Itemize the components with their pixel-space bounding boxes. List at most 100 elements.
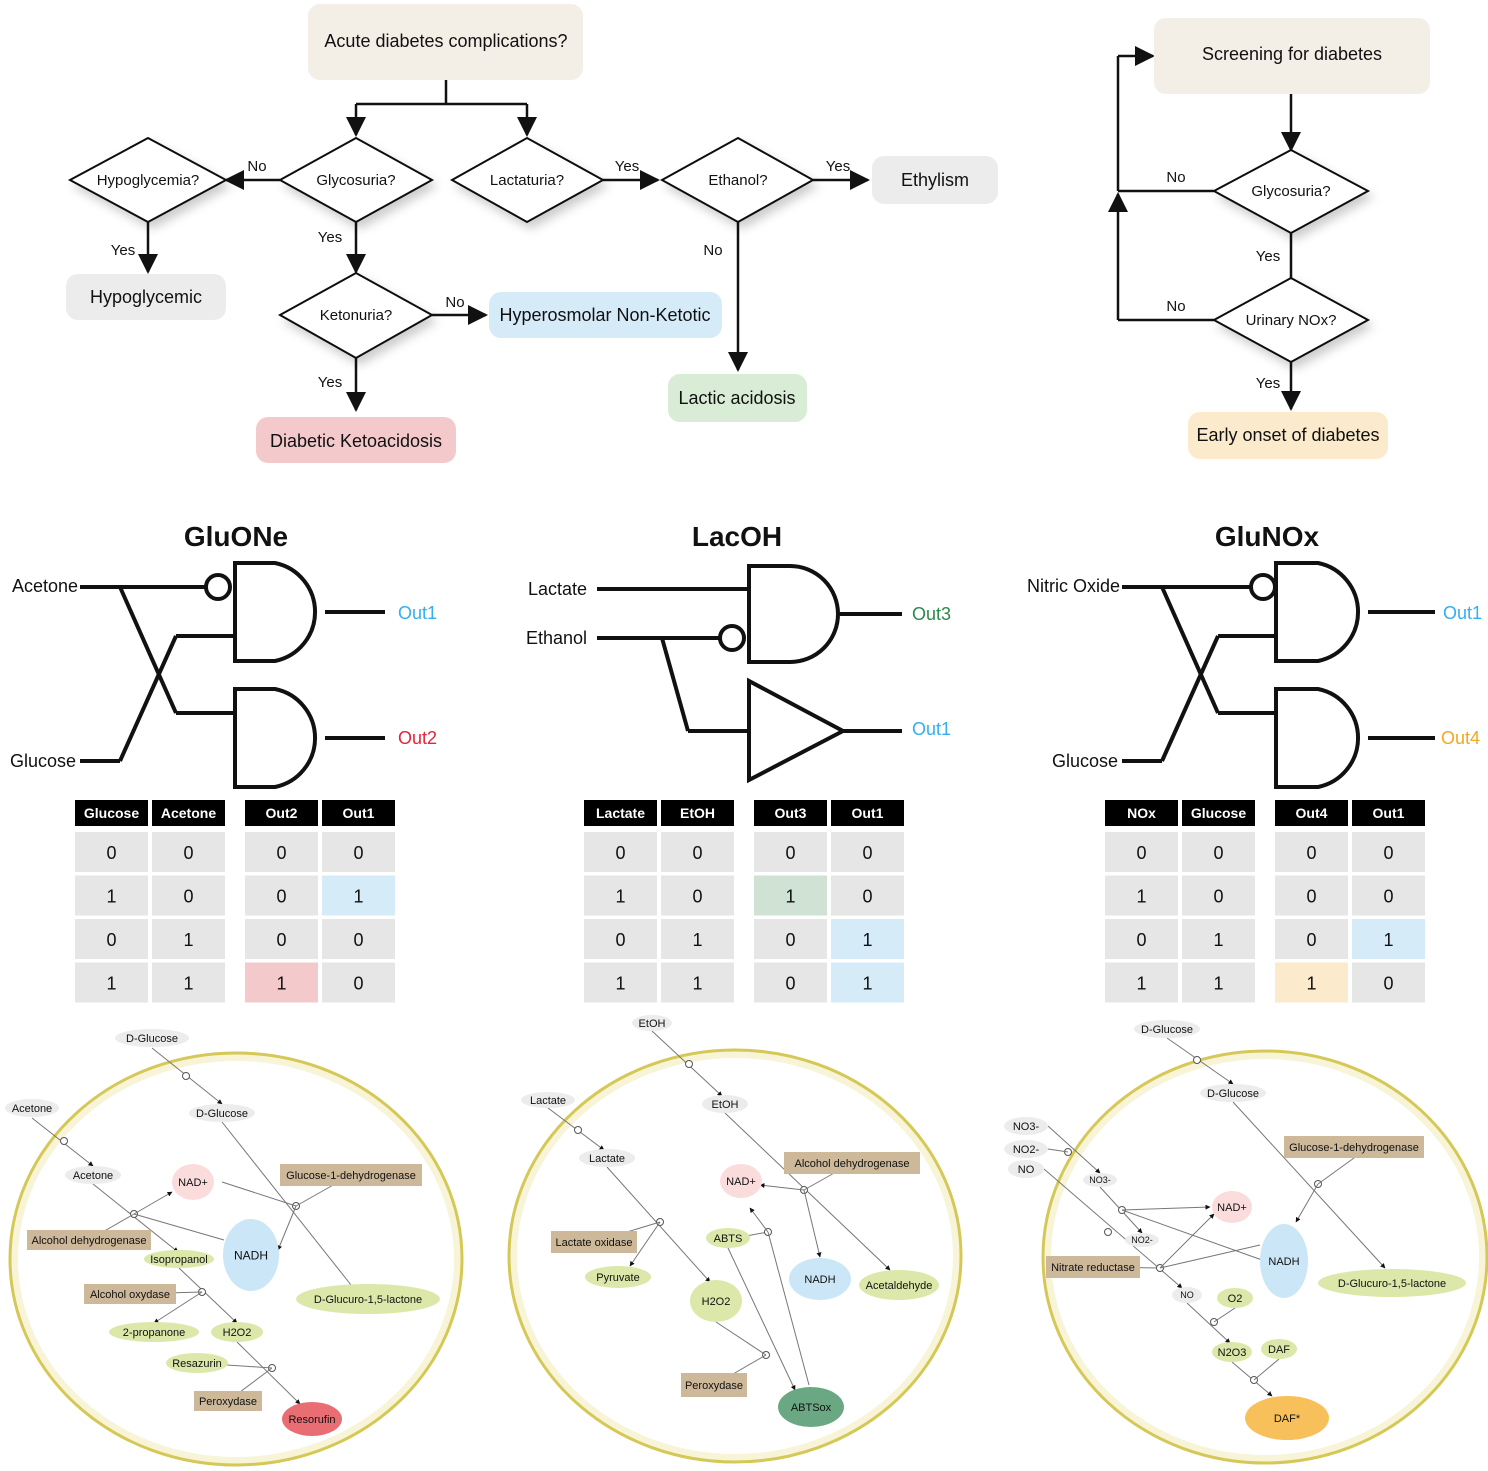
species-label: ABTS bbox=[714, 1233, 743, 1245]
diamond-lactaturia: Lactaturia? bbox=[449, 136, 606, 224]
edge-label-yes: Yes bbox=[318, 229, 342, 246]
table-cell-value: 1 bbox=[615, 974, 625, 994]
table-cell-value: 0 bbox=[692, 843, 702, 863]
cell-species: D-Glucuro-1,5-lactone bbox=[1318, 1269, 1466, 1297]
cell-species: NO3- bbox=[1083, 1173, 1117, 1187]
table-header-cell bbox=[661, 800, 734, 826]
table-cell bbox=[75, 919, 148, 959]
species-ellipse bbox=[1245, 1396, 1329, 1440]
table-cell-value: 0 bbox=[1213, 843, 1223, 863]
reaction-edges bbox=[1043, 1037, 1386, 1397]
table-cell-value: 0 bbox=[1306, 930, 1316, 950]
table-cell-value: 1 bbox=[862, 974, 872, 994]
species-label: EtOH bbox=[639, 1018, 666, 1030]
enzyme-box bbox=[1284, 1136, 1424, 1158]
species-ellipse bbox=[1004, 1117, 1048, 1135]
table-cell bbox=[75, 962, 148, 1003]
table-cell bbox=[1182, 832, 1255, 872]
species-ellipse bbox=[144, 1250, 214, 1268]
table-cell-value: 1 bbox=[1383, 930, 1393, 950]
species-label: D-Glucuro-1,5-lactone bbox=[314, 1294, 422, 1306]
panel-title-gluone: GluONe bbox=[184, 521, 288, 552]
box-hyperosmolar: Hyperosmolar Non-Ketotic bbox=[489, 292, 722, 338]
lacoh-output-out3: Out3 bbox=[912, 604, 951, 624]
cell-species: EtOH bbox=[702, 1095, 748, 1113]
reaction-edge bbox=[236, 1341, 301, 1405]
cell-species: NO bbox=[1172, 1287, 1202, 1303]
species-label: DAF bbox=[1268, 1344, 1290, 1356]
table-cell bbox=[584, 832, 657, 872]
table-header-label: Glucose bbox=[1191, 805, 1246, 821]
reaction-edge bbox=[1159, 1244, 1261, 1269]
species-ellipse bbox=[109, 1322, 199, 1342]
reaction-edge bbox=[1121, 1209, 1263, 1261]
cell-species: NADH bbox=[223, 1219, 279, 1291]
cell-species: Isopropanol bbox=[144, 1250, 214, 1268]
table-cell bbox=[1275, 832, 1348, 872]
species-ellipse bbox=[1134, 1020, 1200, 1038]
table-cell-value: 0 bbox=[353, 843, 363, 863]
edge-label-no: No bbox=[703, 242, 722, 259]
table-cell-value: 1 bbox=[353, 887, 363, 907]
table-cell-value: 1 bbox=[183, 930, 193, 950]
cell-species: Resorufin bbox=[282, 1402, 342, 1436]
species-label: NO3- bbox=[1013, 1121, 1040, 1133]
species-label: D-Glucuro-1,5-lactone bbox=[1338, 1278, 1446, 1290]
lacoh-and-gate bbox=[747, 564, 840, 664]
species-label: Isopropanol bbox=[150, 1254, 208, 1266]
reaction-node bbox=[685, 1060, 693, 1068]
species-label: H2O2 bbox=[223, 1327, 252, 1339]
species-label: Resazurin bbox=[172, 1358, 222, 1370]
species-label: NO bbox=[1180, 1290, 1194, 1300]
panel-title-lacoh: LacOH bbox=[692, 521, 782, 552]
species-label: Lactate bbox=[530, 1095, 566, 1107]
species-ellipse bbox=[296, 1284, 440, 1314]
species-ellipse bbox=[1260, 1224, 1308, 1298]
table-cell-value: 1 bbox=[276, 974, 286, 994]
table-cell-value: 0 bbox=[1306, 887, 1316, 907]
hypoglycemia-label: Hypoglycemia? bbox=[97, 172, 200, 189]
table-cell-value: 0 bbox=[692, 887, 702, 907]
cell-species: ABTSox bbox=[778, 1387, 844, 1427]
glunox-logic-circuit bbox=[1122, 561, 1435, 789]
cell-species: N2O3 bbox=[1212, 1342, 1252, 1362]
species-label: NO2- bbox=[1013, 1144, 1040, 1156]
species-label: Glucose-1-dehydrogenase bbox=[286, 1170, 416, 1182]
table-header-label: Out1 bbox=[343, 805, 375, 821]
table-cell-value: 1 bbox=[862, 930, 872, 950]
enzyme-box bbox=[27, 1230, 151, 1250]
species-label: EtOH bbox=[712, 1099, 739, 1111]
species-label: D-Glucose bbox=[126, 1033, 178, 1045]
table-cell bbox=[1275, 875, 1348, 916]
edge-label-yes: Yes bbox=[318, 374, 342, 391]
edge-label-yes: Yes bbox=[826, 158, 850, 175]
gluone-and-gate-top bbox=[233, 561, 318, 663]
table-cell bbox=[75, 832, 148, 872]
species-label: NO bbox=[1018, 1164, 1035, 1176]
species-ellipse bbox=[172, 1164, 214, 1200]
cell-species: Acetaldehyde bbox=[859, 1270, 939, 1300]
species-label: ABTSox bbox=[791, 1402, 832, 1414]
table-header-label: Acetone bbox=[161, 805, 216, 821]
table-header-cell bbox=[1105, 800, 1178, 826]
table-header-label: Glucose bbox=[84, 805, 139, 821]
species-ellipse bbox=[1125, 1233, 1159, 1247]
species-ellipse bbox=[65, 1166, 121, 1184]
ketonuria-label: Ketonuria? bbox=[320, 307, 393, 324]
screening-start-label: Screening for diabetes bbox=[1202, 44, 1382, 64]
species-ellipse bbox=[1217, 1288, 1253, 1308]
species-ellipse bbox=[1318, 1269, 1466, 1297]
table-cell bbox=[152, 832, 225, 872]
table-cell-value: 1 bbox=[106, 887, 116, 907]
table-header-cell bbox=[75, 800, 148, 826]
table-header-label: Out4 bbox=[1296, 805, 1328, 821]
table-cell-value: 1 bbox=[1213, 930, 1223, 950]
table-cell-value: 0 bbox=[785, 974, 795, 994]
species-label: Alcohol dehydrogenase bbox=[795, 1158, 910, 1170]
lacoh-input-lactate: Lactate bbox=[528, 579, 587, 599]
cell-diagram-glunox: D-GlucoseD-GlucoseNO3-NO2-NONO3-Glucose-… bbox=[1004, 1020, 1488, 1465]
species-label: D-Glucose bbox=[1207, 1088, 1259, 1100]
species-label: NAD+ bbox=[178, 1177, 208, 1189]
reaction-edge bbox=[133, 1213, 225, 1241]
gluone-logic-circuit bbox=[80, 561, 385, 789]
